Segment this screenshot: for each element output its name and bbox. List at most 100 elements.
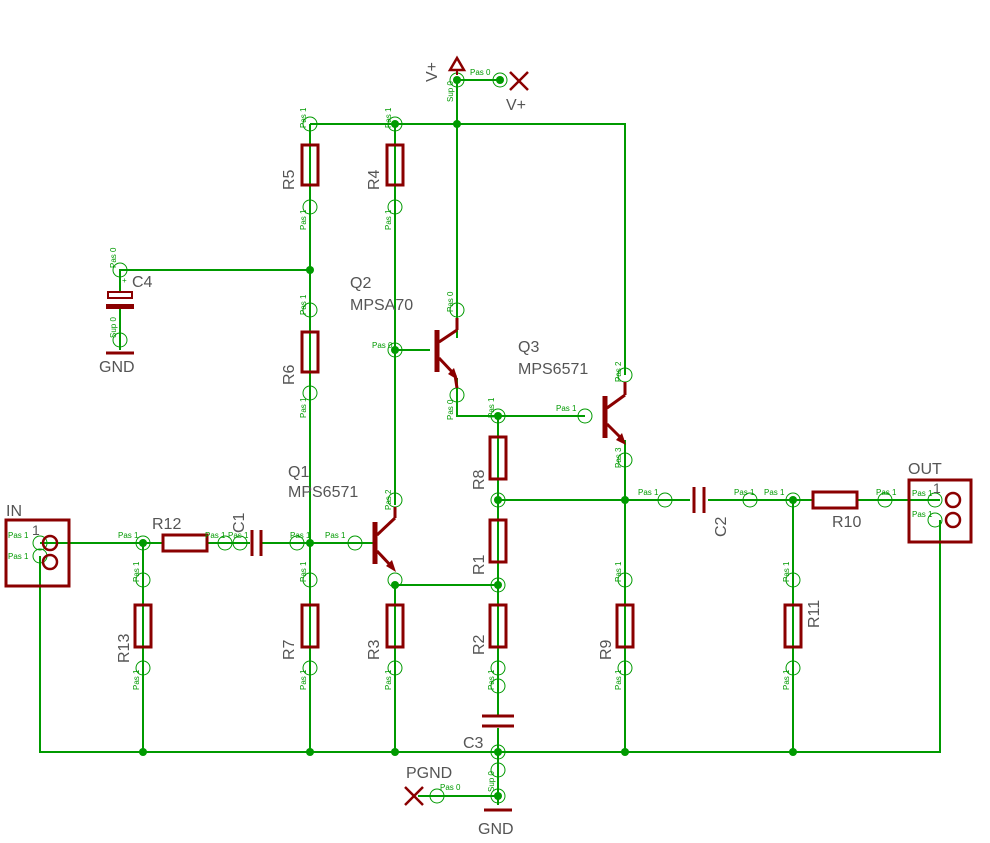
wire-ground-bus bbox=[39, 520, 941, 753]
pin-label: Pas 1 bbox=[734, 488, 755, 497]
label-r5: R5 bbox=[281, 169, 298, 190]
resistor-r3 bbox=[385, 603, 405, 649]
label-r7: R7 bbox=[281, 639, 298, 660]
wire-vplus-rail bbox=[310, 123, 626, 375]
capacitor-c1 bbox=[250, 530, 263, 556]
connector-in[interactable] bbox=[4, 518, 71, 588]
label-r13: R13 bbox=[116, 634, 133, 663]
label-vplus-right: V+ bbox=[506, 97, 526, 114]
pin-label: Pas 1 bbox=[299, 294, 308, 315]
label-r4: R4 bbox=[366, 169, 383, 190]
capacitors bbox=[106, 291, 706, 728]
label-vplus-top: V+ bbox=[424, 62, 441, 82]
label-r8: R8 bbox=[471, 469, 488, 490]
capacitor-c3 bbox=[482, 714, 514, 728]
transistor-q1-symbol bbox=[372, 507, 397, 572]
pin-label: Pas 1 bbox=[638, 488, 659, 497]
pin-label: Sup 0 bbox=[109, 317, 118, 338]
transistor-q2-symbol bbox=[434, 318, 459, 389]
label-r1: R1 bbox=[471, 554, 488, 575]
label-connector-in: IN bbox=[6, 503, 22, 520]
junction bbox=[494, 581, 502, 589]
pin-label: Pas 1 bbox=[782, 561, 791, 582]
wire-q2-emitter bbox=[456, 378, 585, 417]
pin-label: Pas 1 bbox=[228, 531, 249, 540]
label-q3: Q3 bbox=[518, 339, 539, 356]
resistor-r5 bbox=[300, 143, 320, 187]
resistors bbox=[133, 143, 859, 649]
pin-label: Pas 0 bbox=[446, 399, 455, 420]
vplus-supply-symbol bbox=[447, 55, 467, 75]
label-r10: R10 bbox=[832, 514, 861, 531]
label-r6: R6 bbox=[281, 364, 298, 385]
pin-label: Pas 1 bbox=[299, 107, 308, 128]
junction bbox=[139, 748, 147, 756]
junction bbox=[306, 748, 314, 756]
pin-label: Pas 1 bbox=[782, 669, 791, 690]
label-q3-value: MPS6571 bbox=[518, 361, 588, 378]
resistor-r10 bbox=[811, 490, 859, 510]
label-pgnd: PGND bbox=[406, 765, 452, 782]
connector-in-pin1: 1 bbox=[32, 522, 40, 538]
junction bbox=[789, 496, 797, 504]
label-c1: C1 bbox=[231, 512, 248, 533]
capacitor-c2 bbox=[692, 487, 706, 513]
pin-label: Pas 2 bbox=[614, 361, 623, 382]
pin-label: Pas 1 bbox=[325, 531, 346, 540]
resistor-r2 bbox=[488, 603, 508, 649]
noconnect-pgnd bbox=[404, 786, 424, 806]
resistor-r8 bbox=[488, 435, 508, 481]
label-q2-value: MPSA70 bbox=[350, 297, 413, 314]
label-r3: R3 bbox=[366, 639, 383, 660]
pin-label: Pas 0 bbox=[440, 783, 461, 792]
pin-label: Pas 1 bbox=[205, 531, 226, 540]
junction bbox=[391, 346, 399, 354]
pin-label: Pas 1 bbox=[299, 561, 308, 582]
resistor-r7 bbox=[300, 603, 320, 649]
resistor-r9 bbox=[615, 603, 635, 649]
connector-out[interactable] bbox=[907, 478, 973, 544]
junction bbox=[621, 496, 629, 504]
junction bbox=[306, 539, 314, 547]
pin-label: Pas 1 bbox=[299, 669, 308, 690]
pin-label: Pas 1 bbox=[556, 404, 577, 413]
resistor-r4 bbox=[385, 143, 405, 187]
pin-label: Pas 1 bbox=[384, 209, 393, 230]
label-gnd-c4: GND bbox=[99, 359, 135, 376]
junction bbox=[453, 120, 461, 128]
label-r2: R2 bbox=[471, 634, 488, 655]
pin-label: Pas 1 bbox=[384, 669, 393, 690]
pin-label: Pas 1 bbox=[8, 531, 29, 540]
pin-label: Pas 0 bbox=[470, 68, 491, 77]
pin-label: Pas 1 bbox=[299, 397, 308, 418]
pin-label: Pas 1 bbox=[487, 397, 496, 418]
resistor-r13 bbox=[133, 603, 153, 649]
pin-label: Pas 1 bbox=[118, 531, 139, 540]
pin-label: Pas 2 bbox=[384, 489, 393, 510]
junction bbox=[496, 76, 504, 84]
junction bbox=[453, 76, 461, 84]
pin-label: Pas 1 bbox=[299, 209, 308, 230]
pin-label: Pas 1 bbox=[764, 488, 785, 497]
component-labels: R5 R4 R6 R7 R3 R8 R1 R2 R9 R11 R13 R12 R… bbox=[6, 62, 942, 838]
label-q1-value: MPS6571 bbox=[288, 484, 358, 501]
connector-out-pin1: 1 bbox=[933, 480, 941, 496]
junction bbox=[494, 412, 502, 420]
resistor-r6 bbox=[300, 330, 320, 374]
noconnect-vplus bbox=[509, 71, 529, 91]
junction bbox=[391, 748, 399, 756]
junction bbox=[391, 581, 399, 589]
pin-label: Pas 0 bbox=[446, 291, 455, 312]
transistor-q3-symbol bbox=[602, 382, 627, 445]
pin-labels: Pas 1 Pas 1 Pas 1 Pas 1 Pas 1 Pas 1 Pas … bbox=[8, 68, 941, 792]
pin-label: Pas 1 bbox=[132, 561, 141, 582]
pin-label: Pas 1 bbox=[876, 488, 897, 497]
pin-label: Pas 1 bbox=[132, 669, 141, 690]
pin-label: Pas 3 bbox=[614, 447, 623, 468]
resistor-r1 bbox=[488, 518, 508, 564]
junction bbox=[621, 748, 629, 756]
label-c4: C4 bbox=[132, 274, 153, 291]
pin-label: Pas 1 bbox=[487, 669, 496, 690]
wire-to-c4 bbox=[119, 269, 310, 292]
